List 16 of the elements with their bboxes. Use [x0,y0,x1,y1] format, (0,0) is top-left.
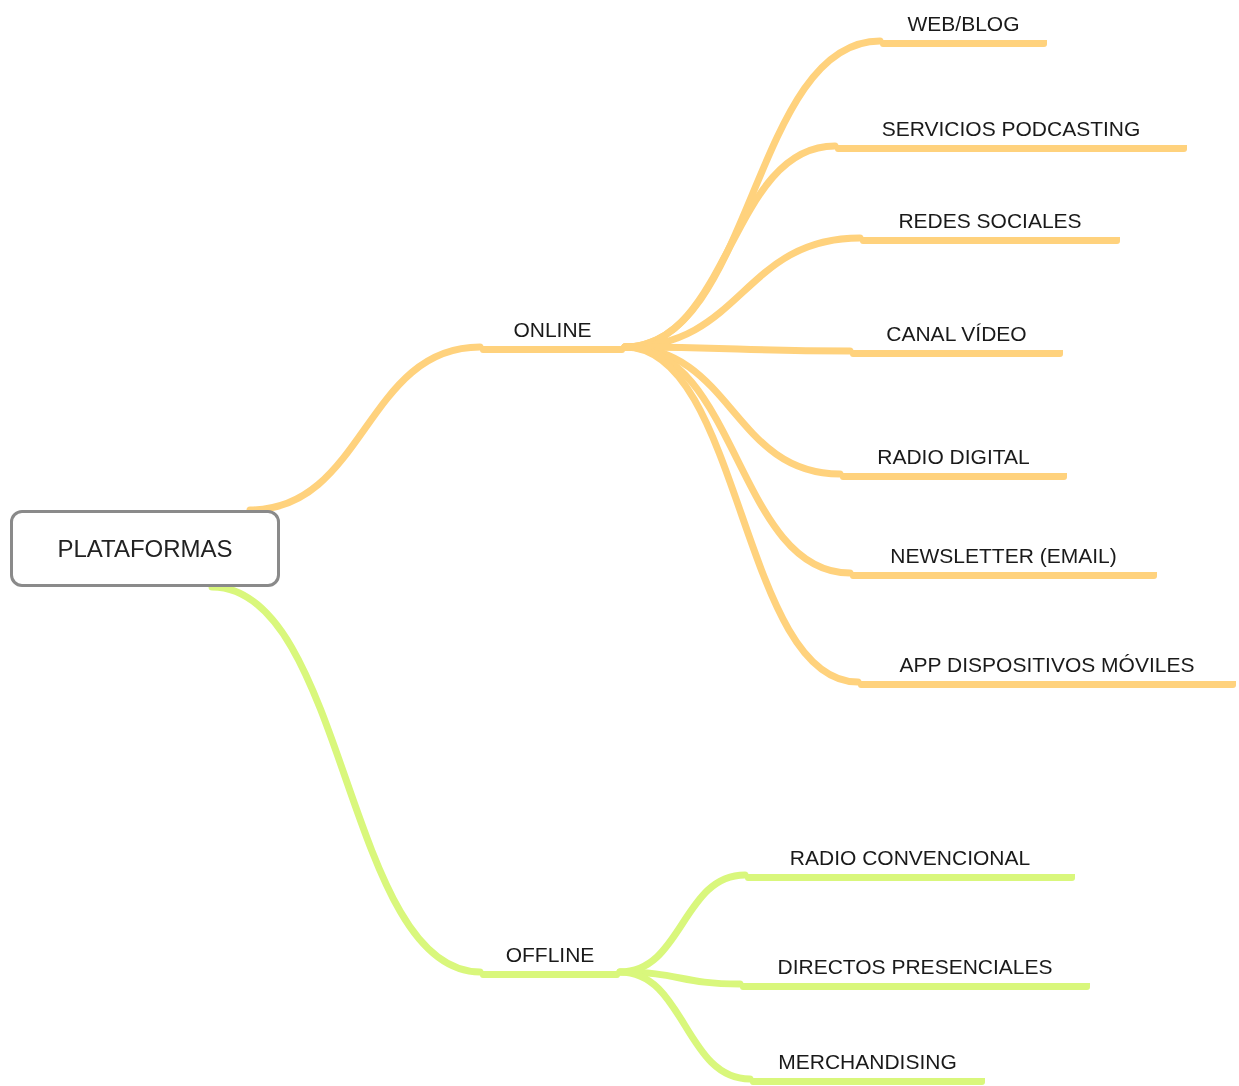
branch-topic: OFFLINE [480,937,620,978]
branch-topic: NEWSLETTER (EMAIL) [850,538,1157,579]
branch-topic: RADIO CONVENCIONAL [745,840,1075,881]
branch-topic: DIRECTOS PRESENCIALES [740,949,1090,990]
branch-topic: ONLINE [480,312,625,353]
branch-topic: REDES SOCIALES [860,203,1120,244]
branch-topic: SERVICIOS PODCASTING [835,111,1187,152]
branch-topic: MERCHANDISING [750,1044,985,1085]
branch-topic: WEB/BLOG [880,6,1047,47]
root-topic-box: PLATAFORMAS [10,510,280,587]
branch-line [616,968,754,1083]
branch-topic: RADIO DIGITAL [840,439,1067,480]
branch-line [621,343,862,686]
branch-topic: CANAL VÍDEO [850,316,1063,357]
branch-topic: APP DISPOSITIVOS MÓVILES [858,647,1236,688]
branch-line [246,343,484,514]
